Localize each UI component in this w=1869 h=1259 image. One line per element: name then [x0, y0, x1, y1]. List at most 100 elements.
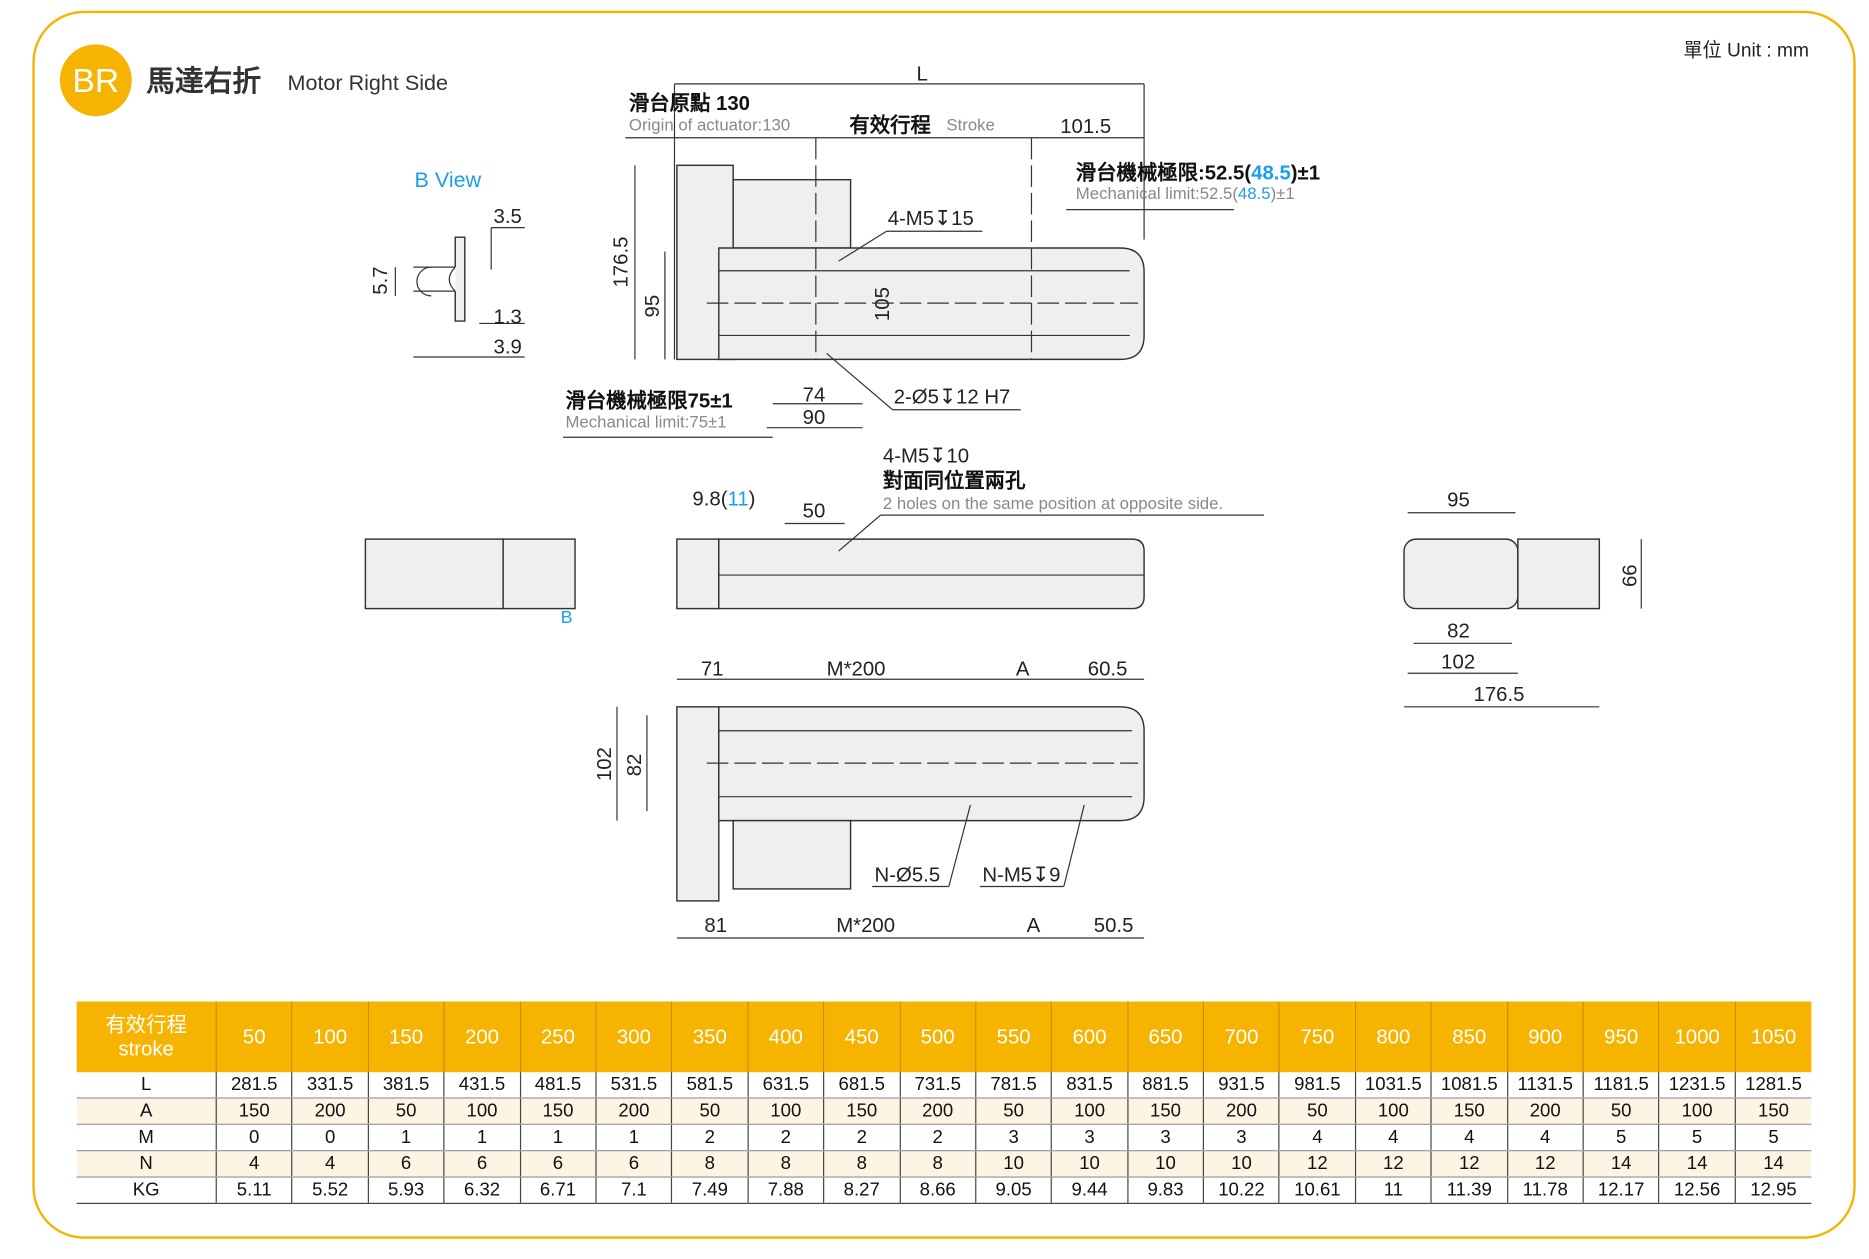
pin-hole-label: 2-Ø5↧12 H7 [894, 387, 1011, 409]
table-cell: 631.5 [747, 1072, 824, 1099]
table-cell: 12.56 [1658, 1177, 1736, 1204]
header-stroke-value: 1000 [1658, 1001, 1736, 1073]
dim-A-top: A [1016, 659, 1030, 681]
header-stroke-value: 250 [519, 1001, 596, 1073]
header-stroke-value: 50 [215, 1001, 293, 1073]
side-view: B 9.8(11) 50 4-M5↧10 對面同位置兩孔 2 holes on … [364, 445, 1264, 627]
header-stroke-value: 800 [1354, 1001, 1432, 1073]
end-view: 95 66 82 102 176.5 [1403, 490, 1642, 708]
header-stroke-value: 650 [1126, 1001, 1204, 1073]
mech-limit-right-cn: 滑台機械極限:52.5(48.5)±1 [1076, 161, 1320, 185]
row-label: KG [76, 1177, 217, 1204]
table-cell: 0 [291, 1124, 369, 1152]
table-cell: 1 [443, 1124, 521, 1152]
table-cell: 10 [975, 1150, 1052, 1178]
table-cell: 5.11 [215, 1177, 293, 1204]
table-cell: 931.5 [1202, 1072, 1280, 1099]
header-stroke-value: 600 [1050, 1001, 1128, 1073]
table-cell: 12.17 [1582, 1177, 1660, 1204]
opposite-note-en: 2 holes on the same position at opposite… [883, 494, 1223, 513]
top-view: L 滑台原點 130 Origin of actuator:130 有效行程 S… [563, 63, 1320, 438]
dim-90: 90 [803, 407, 826, 429]
table-cell: 200 [291, 1097, 369, 1125]
header-stroke-value: 100 [291, 1001, 369, 1073]
table-cell: 11.39 [1430, 1177, 1508, 1204]
table-cell: 12 [1506, 1150, 1584, 1178]
dim-50-5: 50.5 [1094, 915, 1134, 937]
table-cell: 7.49 [671, 1177, 748, 1204]
hole-n-m5-9: N-M5↧9 [982, 865, 1060, 887]
table-cell: 581.5 [671, 1072, 748, 1099]
table-cell: 3 [975, 1124, 1052, 1152]
table-cell: 481.5 [519, 1072, 596, 1099]
table-cell: 831.5 [1050, 1072, 1128, 1099]
table-cell: 1 [595, 1124, 672, 1152]
row-label: A [76, 1097, 217, 1125]
table-cell: 681.5 [823, 1072, 900, 1099]
header-stroke-value: 750 [1278, 1001, 1356, 1073]
header-stroke-value: 700 [1202, 1001, 1280, 1073]
table-cell: 2 [899, 1124, 976, 1152]
table-cell: 6.32 [443, 1177, 521, 1204]
table-cell: 4 [1430, 1124, 1508, 1152]
dim-176-5-end: 176.5 [1474, 684, 1525, 706]
dim-81: 81 [704, 915, 727, 937]
title-cn: 馬達右折 [146, 66, 261, 98]
row-label: M [76, 1124, 217, 1152]
table-cell: 4 [215, 1150, 293, 1178]
table-cell: 381.5 [367, 1072, 445, 1099]
table-cell: 281.5 [215, 1072, 293, 1099]
stroke-label-cn: 有效行程 [849, 113, 930, 137]
table-cell: 2 [823, 1124, 900, 1152]
table-cell: 50 [975, 1097, 1052, 1125]
table-cell: 11 [1354, 1177, 1432, 1204]
table-cell: 200 [899, 1097, 976, 1125]
table-cell: 2 [747, 1124, 824, 1152]
table-cell: 12 [1354, 1150, 1432, 1178]
bottom-view: 71 M*200 A 60.5 102 82 N-Ø5.5 N-M5↧9 81 … [594, 659, 1145, 939]
table-cell: 200 [1506, 1097, 1584, 1125]
dim-102: 102 [594, 747, 616, 781]
header-stroke-value: 500 [899, 1001, 976, 1073]
header-stroke-value: 450 [823, 1001, 900, 1073]
table-cell: 8 [823, 1150, 900, 1178]
table-cell: 731.5 [899, 1072, 976, 1099]
dim-m200-bottom: M*200 [836, 915, 895, 937]
dim-95-end: 95 [1447, 490, 1470, 512]
table-cell: 7.88 [747, 1177, 824, 1204]
table-cell: 12 [1278, 1150, 1356, 1178]
origin-label-cn: 滑台原點 130 [629, 91, 750, 115]
table-cell: 100 [747, 1097, 824, 1125]
table-cell: 3 [1050, 1124, 1128, 1152]
header-stroke-value: 300 [595, 1001, 672, 1073]
stroke-label-en: Stroke [946, 116, 994, 135]
mech-limit-right-en: Mechanical limit:52.5(48.5)±1 [1076, 184, 1295, 203]
dim-82: 82 [624, 754, 646, 777]
table-cell: 150 [1126, 1097, 1204, 1125]
table-cell: 981.5 [1278, 1072, 1356, 1099]
table-cell: 200 [1202, 1097, 1280, 1125]
b-view: B View 3.5 5.7 1.3 3.9 [370, 167, 525, 358]
dim-82-end: 82 [1447, 620, 1470, 642]
dim-101-5: 101.5 [1060, 116, 1111, 138]
table-cell: 9.05 [975, 1177, 1052, 1204]
table-cell: 6 [595, 1150, 672, 1178]
table-cell: 6 [443, 1150, 521, 1178]
table-cell: 5.52 [291, 1177, 369, 1204]
table-cell: 8 [671, 1150, 748, 1178]
table-cell: 100 [1658, 1097, 1736, 1125]
opposite-note-cn: 對面同位置兩孔 [883, 469, 1026, 493]
table-cell: 10 [1126, 1150, 1204, 1178]
dim-74: 74 [803, 384, 826, 406]
table-cell: 1081.5 [1430, 1072, 1508, 1099]
badge [59, 44, 132, 117]
mech-limit-left-en: Mechanical limit:75±1 [565, 413, 726, 432]
table-cell: 150 [215, 1097, 293, 1125]
dim-71: 71 [701, 659, 724, 681]
unit-label: 單位 Unit : mm [1683, 39, 1809, 61]
table-cell: 431.5 [443, 1072, 521, 1099]
title-en: Motor Right Side [288, 70, 448, 95]
